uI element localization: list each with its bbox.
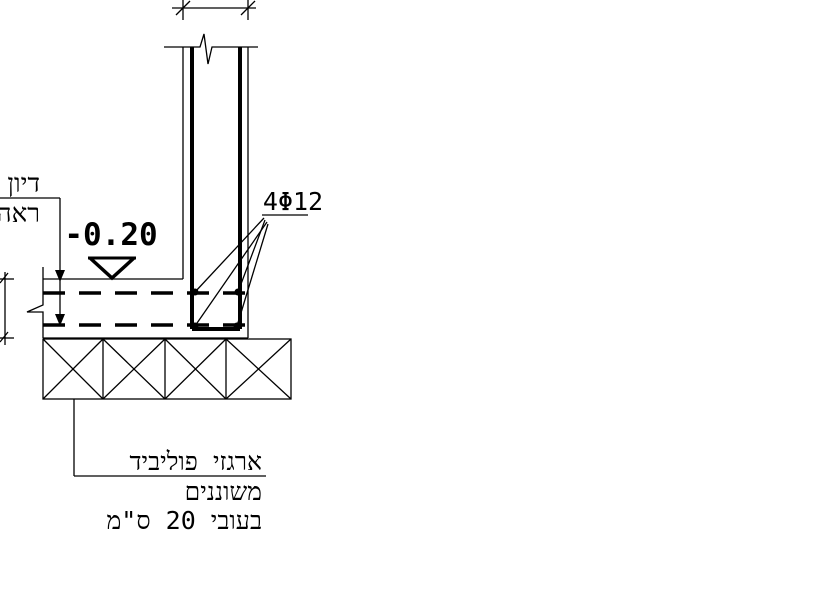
- rebar-leaders: [194, 214, 308, 327]
- slab-edge: [26, 267, 248, 339]
- vertical-rebars: [190, 47, 242, 331]
- left-label-bottom: ראה: [0, 199, 40, 229]
- left-label-top: דיון: [7, 169, 40, 199]
- insulation-boxes: [42, 338, 292, 400]
- break-line: [164, 33, 258, 65]
- rebar-label: 4Φ12: [263, 187, 323, 216]
- insulation-leader: [73, 399, 266, 477]
- insulation-label-line3: בעובי 20 ס"מ: [106, 506, 262, 535]
- level-value: -0.20: [64, 217, 157, 253]
- left-dimension: [0, 272, 14, 345]
- insulation-label-line1: ארגזי פוליביד: [130, 447, 262, 476]
- left-label-leader: [0, 197, 65, 326]
- level-triangle-icon: [88, 256, 136, 281]
- insulation-label-line2: משוננים: [185, 477, 262, 506]
- top-dimension: [172, 0, 256, 20]
